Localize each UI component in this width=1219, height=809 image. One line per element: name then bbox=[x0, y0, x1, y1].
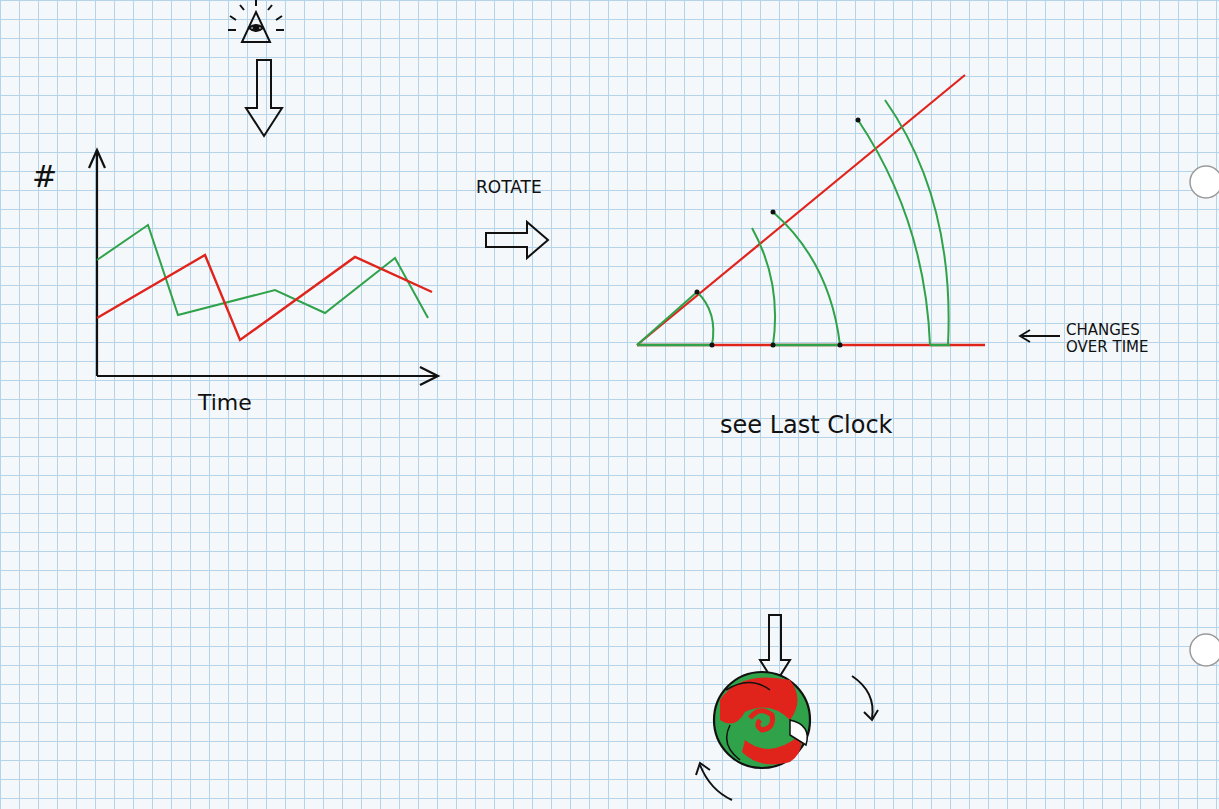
arrow-label: ROTATE bbox=[476, 178, 542, 198]
green-series bbox=[97, 225, 428, 318]
swirl-disc bbox=[714, 672, 810, 768]
red-series bbox=[97, 255, 432, 340]
clock-wedge bbox=[637, 75, 985, 348]
rotation-arrow bbox=[696, 676, 878, 800]
punch-hole bbox=[1190, 634, 1219, 666]
annotation: CHANGES OVER TIME bbox=[1066, 322, 1184, 357]
axis-label: Time bbox=[198, 390, 252, 415]
chart-axes bbox=[89, 150, 438, 385]
punch-hole bbox=[1190, 166, 1219, 198]
hollow-arrow bbox=[486, 222, 548, 258]
hollow-arrow bbox=[246, 60, 282, 136]
caption-note: see Last Clock bbox=[720, 412, 893, 440]
axis-label: # bbox=[32, 160, 57, 195]
eye-pyramid bbox=[228, 0, 284, 42]
pointer-arrow bbox=[1020, 330, 1060, 342]
